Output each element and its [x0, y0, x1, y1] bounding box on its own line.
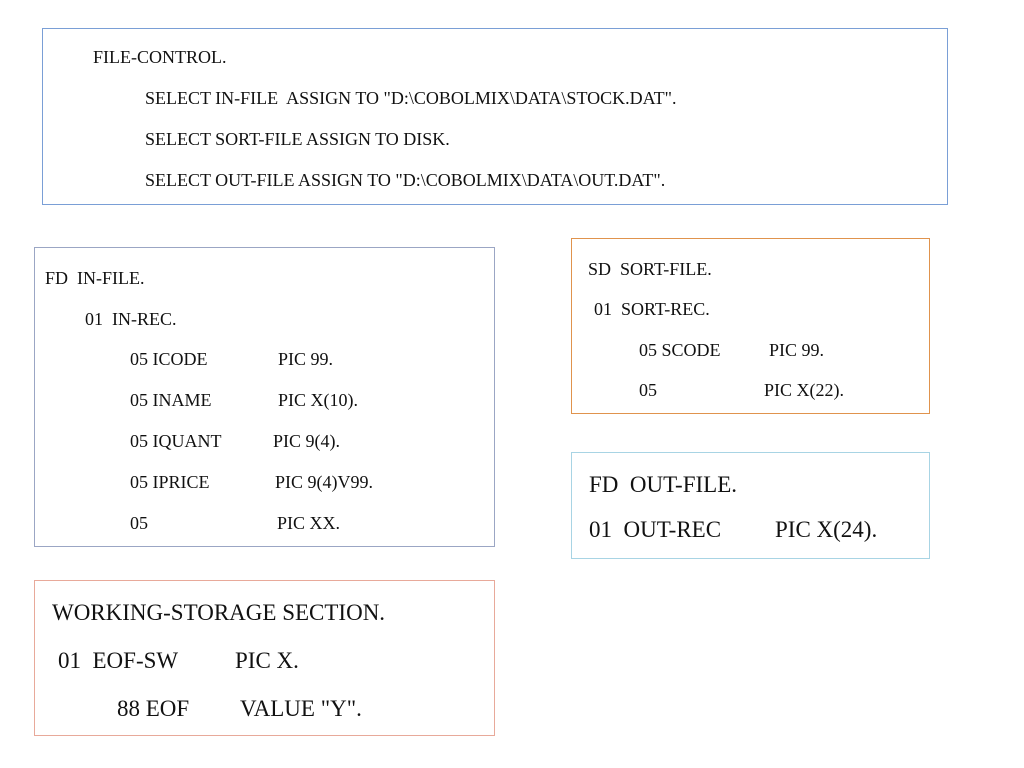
select-out-file-line: SELECT OUT-FILE ASSIGN TO "D:\COBOLMIX\D… [145, 170, 666, 190]
field-level: 05 SCODE [639, 340, 721, 360]
field-pic: PIC X(10). [278, 390, 358, 410]
out-rec-pic: PIC X(24). [775, 517, 878, 542]
working-storage-title: WORKING-STORAGE SECTION. [52, 600, 386, 625]
field-level: 05 IQUANT [130, 431, 222, 451]
sort-file-box: SD SORT-FILE. 01 SORT-REC. 05 SCODE PIC … [571, 238, 930, 414]
field-pic: PIC 99. [278, 349, 334, 369]
sort-rec-line: 01 SORT-REC. [594, 299, 710, 319]
working-storage-box: WORKING-STORAGE SECTION. 01 EOF-SW PIC X… [34, 580, 495, 736]
out-file-box: FD OUT-FILE. 01 OUT-REC PIC X(24). [571, 452, 930, 559]
sort-file-sd-line: SD SORT-FILE. [588, 259, 712, 279]
field-pic: PIC 9(4). [273, 431, 340, 451]
eof-sw-level: 01 EOF-SW [58, 648, 179, 673]
select-in-file-line: SELECT IN-FILE ASSIGN TO "D:\COBOLMIX\DA… [145, 88, 677, 108]
in-file-box: FD IN-FILE. 01 IN-REC. 05 ICODE PIC 99. … [34, 247, 495, 547]
select-sort-file-line: SELECT SORT-FILE ASSIGN TO DISK. [145, 129, 450, 149]
field-pic: PIC 99. [769, 340, 825, 360]
field-level: 05 ICODE [130, 349, 208, 369]
in-rec-line: 01 IN-REC. [85, 309, 177, 329]
out-rec-level: 01 OUT-REC [589, 517, 722, 542]
field-level: 05 [130, 513, 148, 533]
file-control-heading: FILE-CONTROL. [93, 47, 227, 67]
file-control-box: FILE-CONTROL. SELECT IN-FILE ASSIGN TO "… [42, 28, 948, 205]
field-pic: PIC XX. [277, 513, 341, 533]
field-level: 05 IPRICE [130, 472, 210, 492]
field-pic: PIC X(22). [764, 380, 844, 400]
eof-condition-value: VALUE "Y". [240, 696, 362, 721]
field-level: 05 [639, 380, 657, 400]
field-level: 05 INAME [130, 390, 212, 410]
out-file-fd-line: FD OUT-FILE. [589, 472, 738, 497]
field-pic: PIC 9(4)V99. [275, 472, 373, 492]
eof-condition-level: 88 EOF [117, 696, 190, 721]
in-file-fd-line: FD IN-FILE. [45, 268, 145, 288]
eof-sw-pic: PIC X. [235, 648, 299, 673]
